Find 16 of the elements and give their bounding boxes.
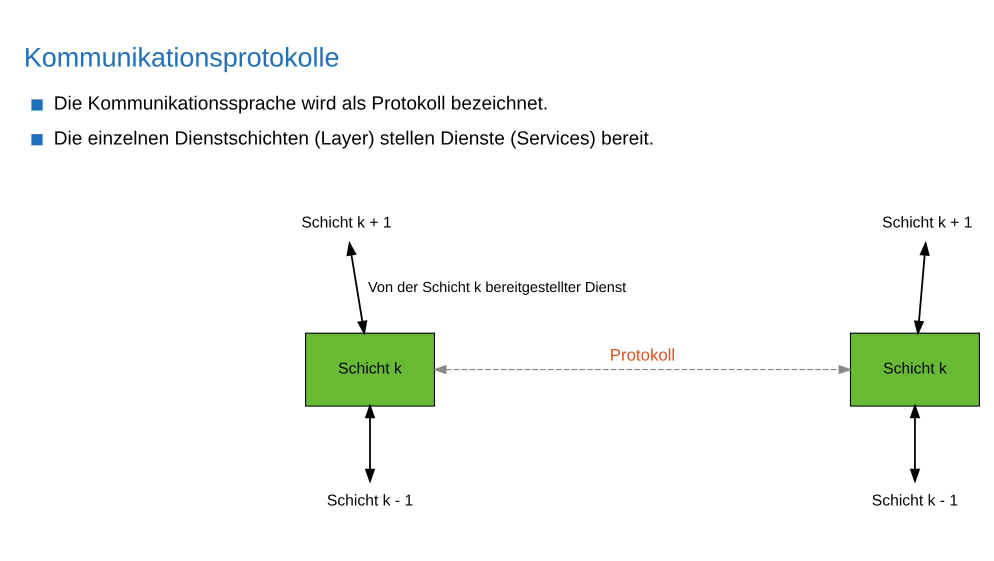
node-box: Schicht k [304, 332, 436, 406]
arrow [432, 364, 852, 374]
label: Die einzelnen Dienstschichten (Layer) stellen Dienste (Services) bereit. [54, 128, 654, 149]
node-text: Schicht k + 1 [301, 214, 392, 231]
node-text: Schicht k - 1 [872, 492, 958, 509]
arrow [910, 402, 920, 484]
arrow [346, 240, 368, 336]
arrow [914, 240, 930, 336]
node-text: Schicht k - 1 [326, 492, 414, 509]
diagram-title: Kommunikationsprotokolle [24, 42, 340, 72]
edge-label: Protokoll [610, 345, 676, 364]
edge-label: Von der Schicht k bereitgestellter Dienst [368, 280, 626, 296]
arrow [364, 402, 376, 484]
node-box: Schicht k [850, 332, 980, 406]
node-text: Schicht k + 1 [882, 214, 972, 231]
label: Die Kommunikationssprache wird als Protokoll bezeichnet. [54, 93, 548, 114]
